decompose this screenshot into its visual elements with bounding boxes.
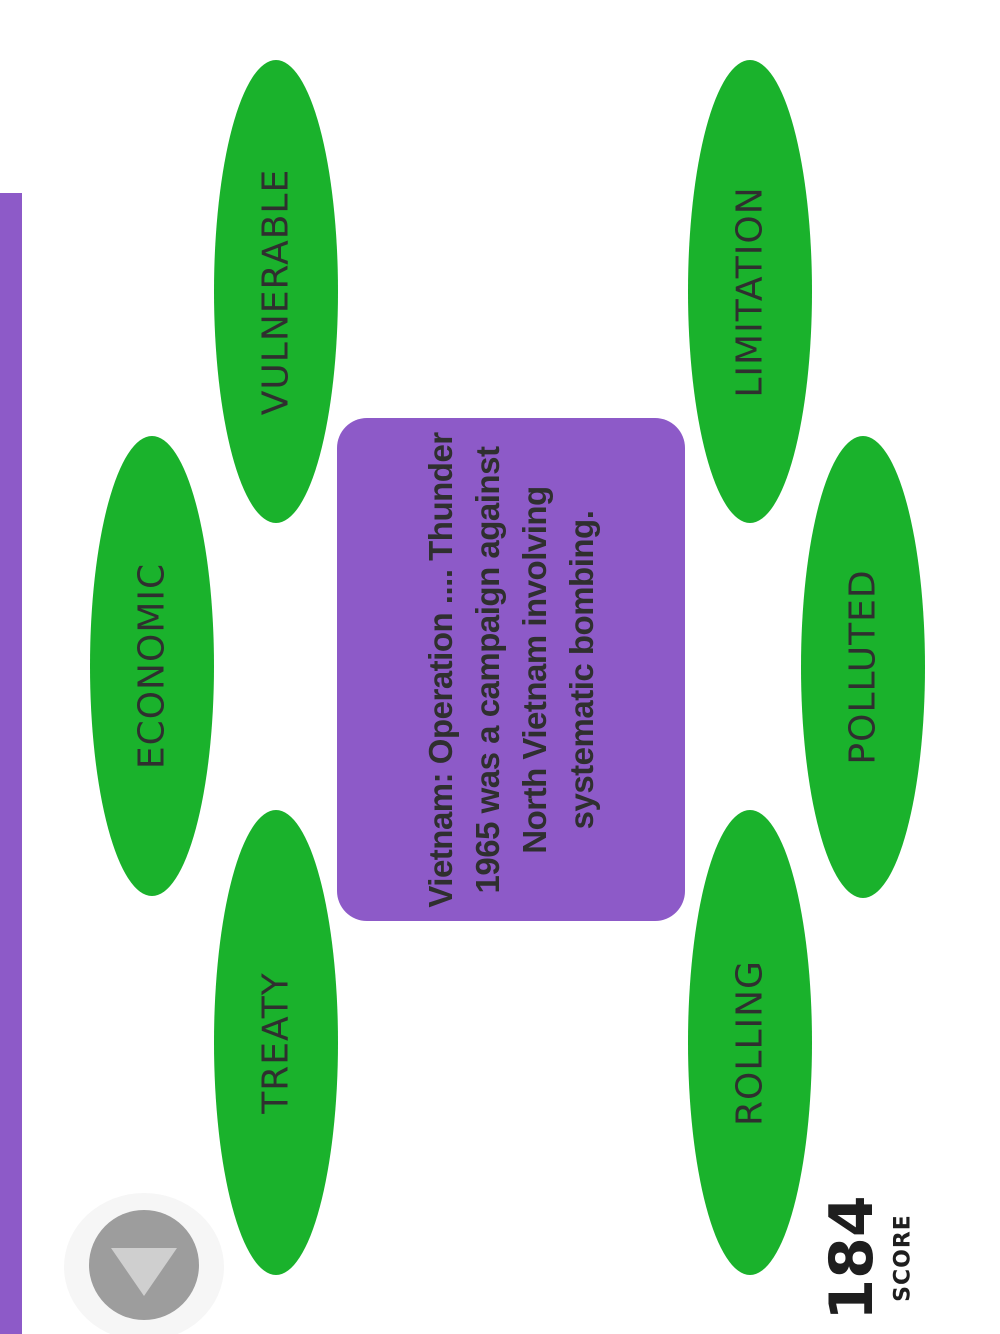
answer-oval-limitation[interactable]: LIMITATION: [688, 60, 812, 523]
answer-oval-vulnerable[interactable]: VULNERABLE: [214, 60, 338, 523]
answer-oval-economic[interactable]: ECONOMIC: [90, 436, 214, 896]
answer-label: VULNERABLE: [255, 168, 297, 415]
down-triangle-icon: [111, 1248, 177, 1296]
answer-label: ECONOMIC: [131, 562, 173, 770]
answer-oval-polluted[interactable]: POLLUTED: [801, 436, 925, 898]
score-value: 184: [817, 1195, 887, 1321]
answer-label: LIMITATION: [729, 185, 771, 398]
left-accent-bar: [0, 193, 22, 1334]
answer-label: ROLLING: [729, 959, 771, 1126]
answer-oval-treaty[interactable]: TREATY: [214, 810, 338, 1275]
score-label: SCORE: [890, 1214, 916, 1302]
clue-card: Vietnam: Operation .... Thunder 1965 was…: [337, 418, 685, 921]
clue-text: Vietnam: Operation .... Thunder 1965 was…: [422, 431, 600, 908]
answer-label: POLLUTED: [842, 569, 884, 765]
down-button[interactable]: [89, 1210, 199, 1320]
answer-label: TREATY: [255, 971, 297, 1114]
answer-oval-rolling[interactable]: ROLLING: [688, 810, 812, 1275]
